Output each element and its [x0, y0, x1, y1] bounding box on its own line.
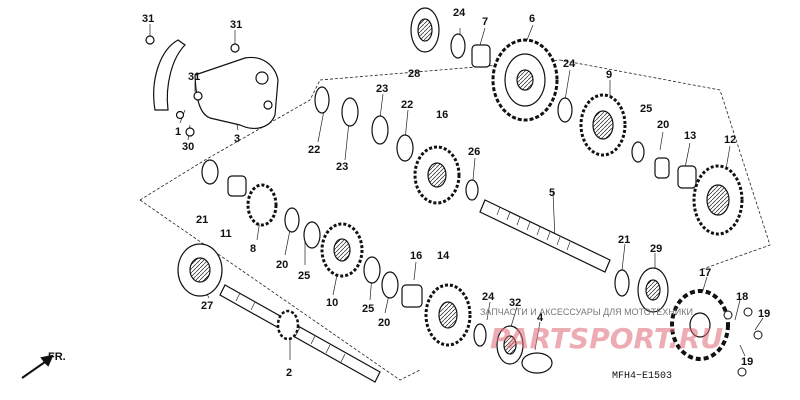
callout-27: 27 — [201, 300, 213, 312]
callout-20: 20 — [378, 317, 390, 329]
callout-20: 20 — [276, 259, 288, 271]
callout-1: 1 — [175, 126, 181, 138]
shift-arm-assembly — [145, 35, 279, 137]
callout-18: 18 — [736, 291, 748, 303]
callout-3: 3 — [234, 133, 240, 145]
callout-11: 11 — [220, 228, 232, 240]
callout-21: 21 — [618, 234, 630, 246]
callout-29: 29 — [650, 243, 662, 255]
callout-31: 31 — [142, 13, 154, 25]
callout-24: 24 — [482, 291, 495, 303]
callout-23: 23 — [336, 161, 348, 173]
callout-30: 30 — [182, 141, 194, 153]
callout-10: 10 — [326, 297, 338, 309]
washers — [201, 33, 645, 374]
callout-22: 22 — [308, 144, 320, 156]
callout-22: 22 — [401, 99, 413, 111]
drawing-code: MFH4−E1503 — [612, 371, 672, 382]
bearings — [177, 7, 697, 365]
callout-5: 5 — [549, 187, 555, 199]
callout-12: 12 — [724, 134, 736, 146]
callout-20: 20 — [657, 119, 669, 131]
callout-9: 9 — [606, 69, 612, 81]
callout-24: 24 — [563, 58, 576, 70]
watermark-brand: PARTSPORT.RU — [490, 322, 723, 355]
callout-25: 25 — [362, 303, 374, 315]
callout-19: 19 — [741, 356, 753, 368]
callout-8: 8 — [250, 243, 256, 255]
callout-31: 31 — [188, 71, 200, 83]
callout-17: 17 — [699, 267, 711, 279]
callouts: 31 31 31 1 30 3 22 23 23 22 16 28 24 7 6… — [142, 7, 770, 379]
shafts — [219, 199, 611, 383]
callout-26: 26 — [468, 146, 480, 158]
callout-6: 6 — [529, 13, 535, 25]
callout-31: 31 — [230, 19, 242, 31]
callout-16: 16 — [436, 109, 448, 121]
fasteners — [723, 307, 763, 377]
front-direction-arrow-icon — [21, 354, 54, 379]
callout-32: 32 — [509, 297, 521, 309]
callout-21: 21 — [196, 214, 208, 226]
gears — [246, 38, 744, 361]
callout-16: 16 — [410, 250, 422, 262]
direction-label: FR. — [48, 351, 66, 363]
callout-25: 25 — [640, 103, 652, 115]
callout-13: 13 — [684, 130, 696, 142]
callout-23: 23 — [376, 83, 388, 95]
callout-4: 4 — [537, 312, 544, 324]
callout-28: 28 — [408, 68, 420, 80]
callout-25: 25 — [298, 270, 310, 282]
callout-19: 19 — [758, 308, 770, 320]
callout-2: 2 — [286, 367, 292, 379]
watermark-text: ЗАПЧАСТИ И АКСЕССУАРЫ ДЛЯ МОТОТЕХНИКИ — [480, 307, 693, 317]
callout-14: 14 — [437, 250, 450, 262]
callout-7: 7 — [482, 16, 488, 28]
callout-24: 24 — [453, 7, 466, 19]
